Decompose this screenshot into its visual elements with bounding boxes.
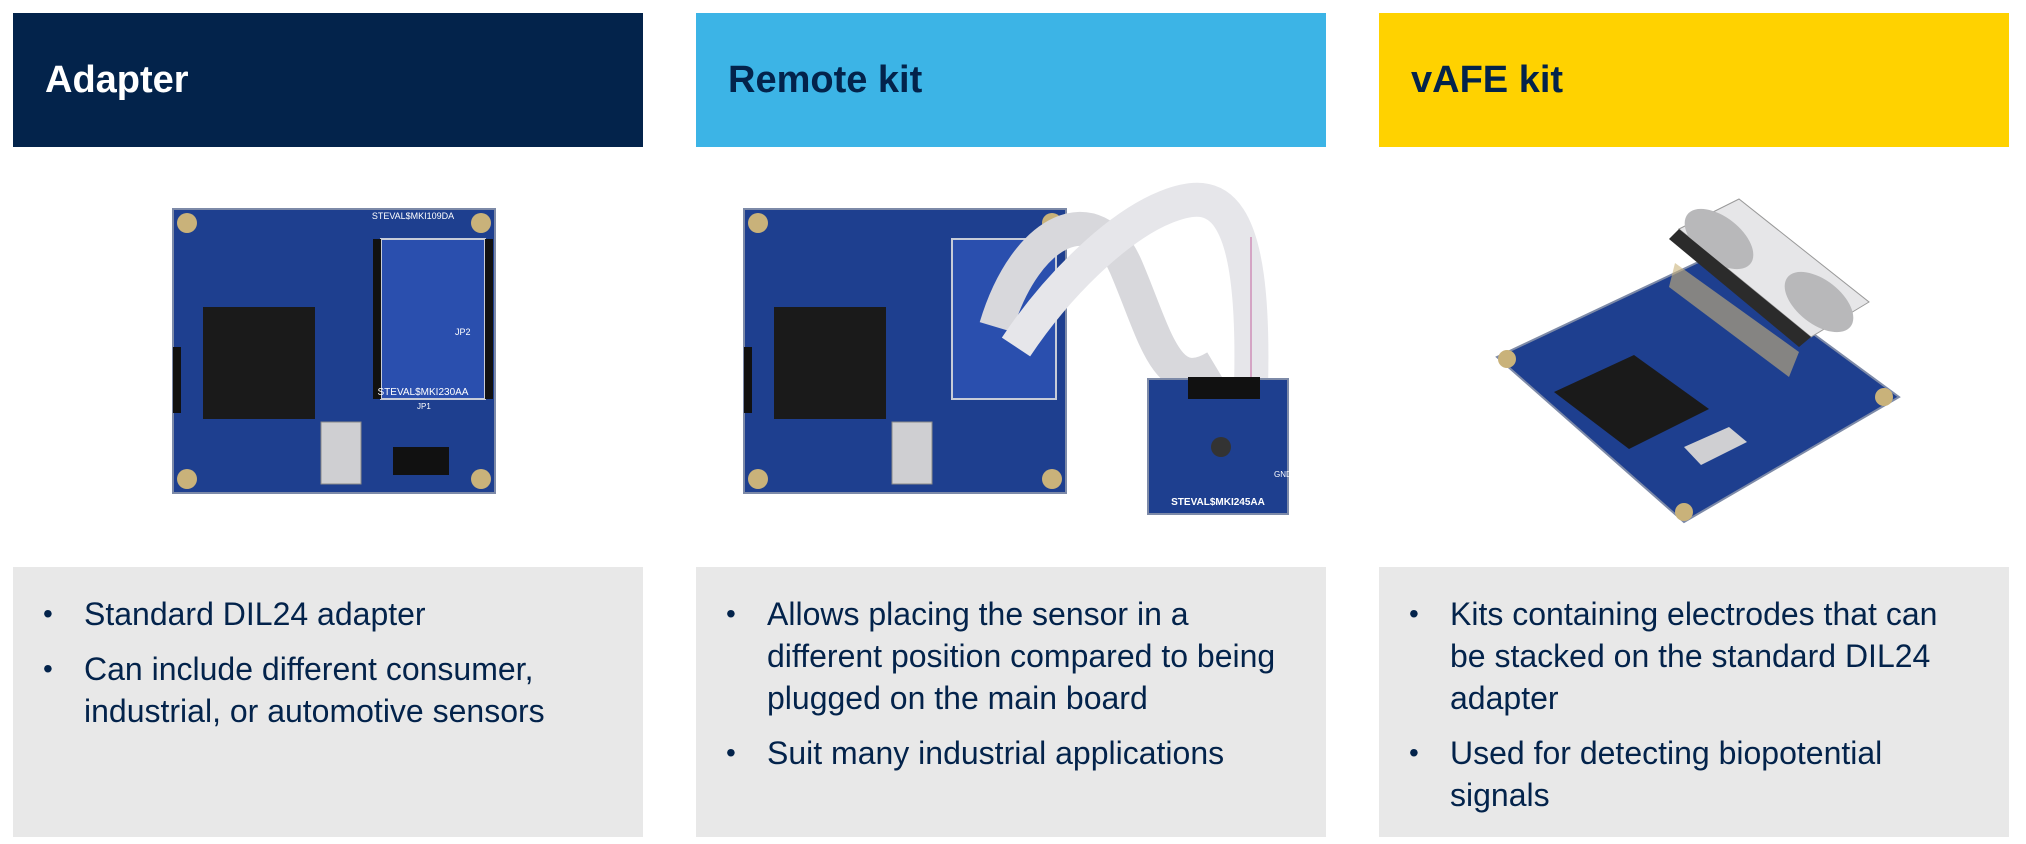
board-label: STEVAL$MKI230AA bbox=[378, 387, 469, 398]
bullet-list: Allows placing the sensor in a different… bbox=[726, 593, 1296, 774]
adapter-board-photo: STEVAL$MKI230AA STEVAL$MKI109DA JP2 JP1 bbox=[13, 147, 643, 567]
bullet-panel: Kits containing electrodes that can be s… bbox=[1379, 567, 2009, 837]
bullet-item: Used for detecting biopotential signals bbox=[1409, 732, 1979, 816]
remote-kit-column: Remote kit STEVAL$MKI245AA GND Allows pl… bbox=[696, 13, 1326, 837]
board-label: JP1 bbox=[417, 402, 431, 411]
column-header: Adapter bbox=[13, 13, 643, 147]
bullet-item: Kits containing electrodes that can be s… bbox=[1409, 593, 1979, 719]
remote-kit-photo: STEVAL$MKI245AA GND bbox=[696, 147, 1326, 567]
bullet-item: Allows placing the sensor in a different… bbox=[726, 593, 1296, 719]
bullet-item: Suit many industrial applications bbox=[726, 732, 1296, 774]
bullet-list: Kits containing electrodes that can be s… bbox=[1409, 593, 1979, 816]
board-label: GND bbox=[1274, 470, 1292, 479]
column-title: vAFE kit bbox=[1411, 58, 1564, 101]
column-title: Remote kit bbox=[728, 58, 923, 101]
column-header: Remote kit bbox=[696, 13, 1326, 147]
board-label: STEVAL$MKI109DA bbox=[372, 211, 454, 221]
vafe-kit-column: vAFE kit Kits containing electrodes that… bbox=[1379, 13, 2009, 837]
board-label: STEVAL$MKI245AA bbox=[1171, 497, 1265, 508]
bullet-item: Can include different consumer, industri… bbox=[43, 648, 613, 732]
column-title: Adapter bbox=[45, 58, 189, 101]
bullet-panel: Allows placing the sensor in a different… bbox=[696, 567, 1326, 837]
bullet-panel: Standard DIL24 adapter Can include diffe… bbox=[13, 567, 643, 837]
adapter-column: Adapter STEVAL$MKI230AA STEVAL$MKI109DA … bbox=[13, 13, 643, 837]
bullet-item: Standard DIL24 adapter bbox=[43, 593, 613, 635]
bullet-list: Standard DIL24 adapter Can include diffe… bbox=[43, 593, 613, 732]
column-header: vAFE kit bbox=[1379, 13, 2009, 147]
vafe-kit-photo bbox=[1379, 147, 2009, 567]
board-label: JP2 bbox=[455, 327, 471, 337]
